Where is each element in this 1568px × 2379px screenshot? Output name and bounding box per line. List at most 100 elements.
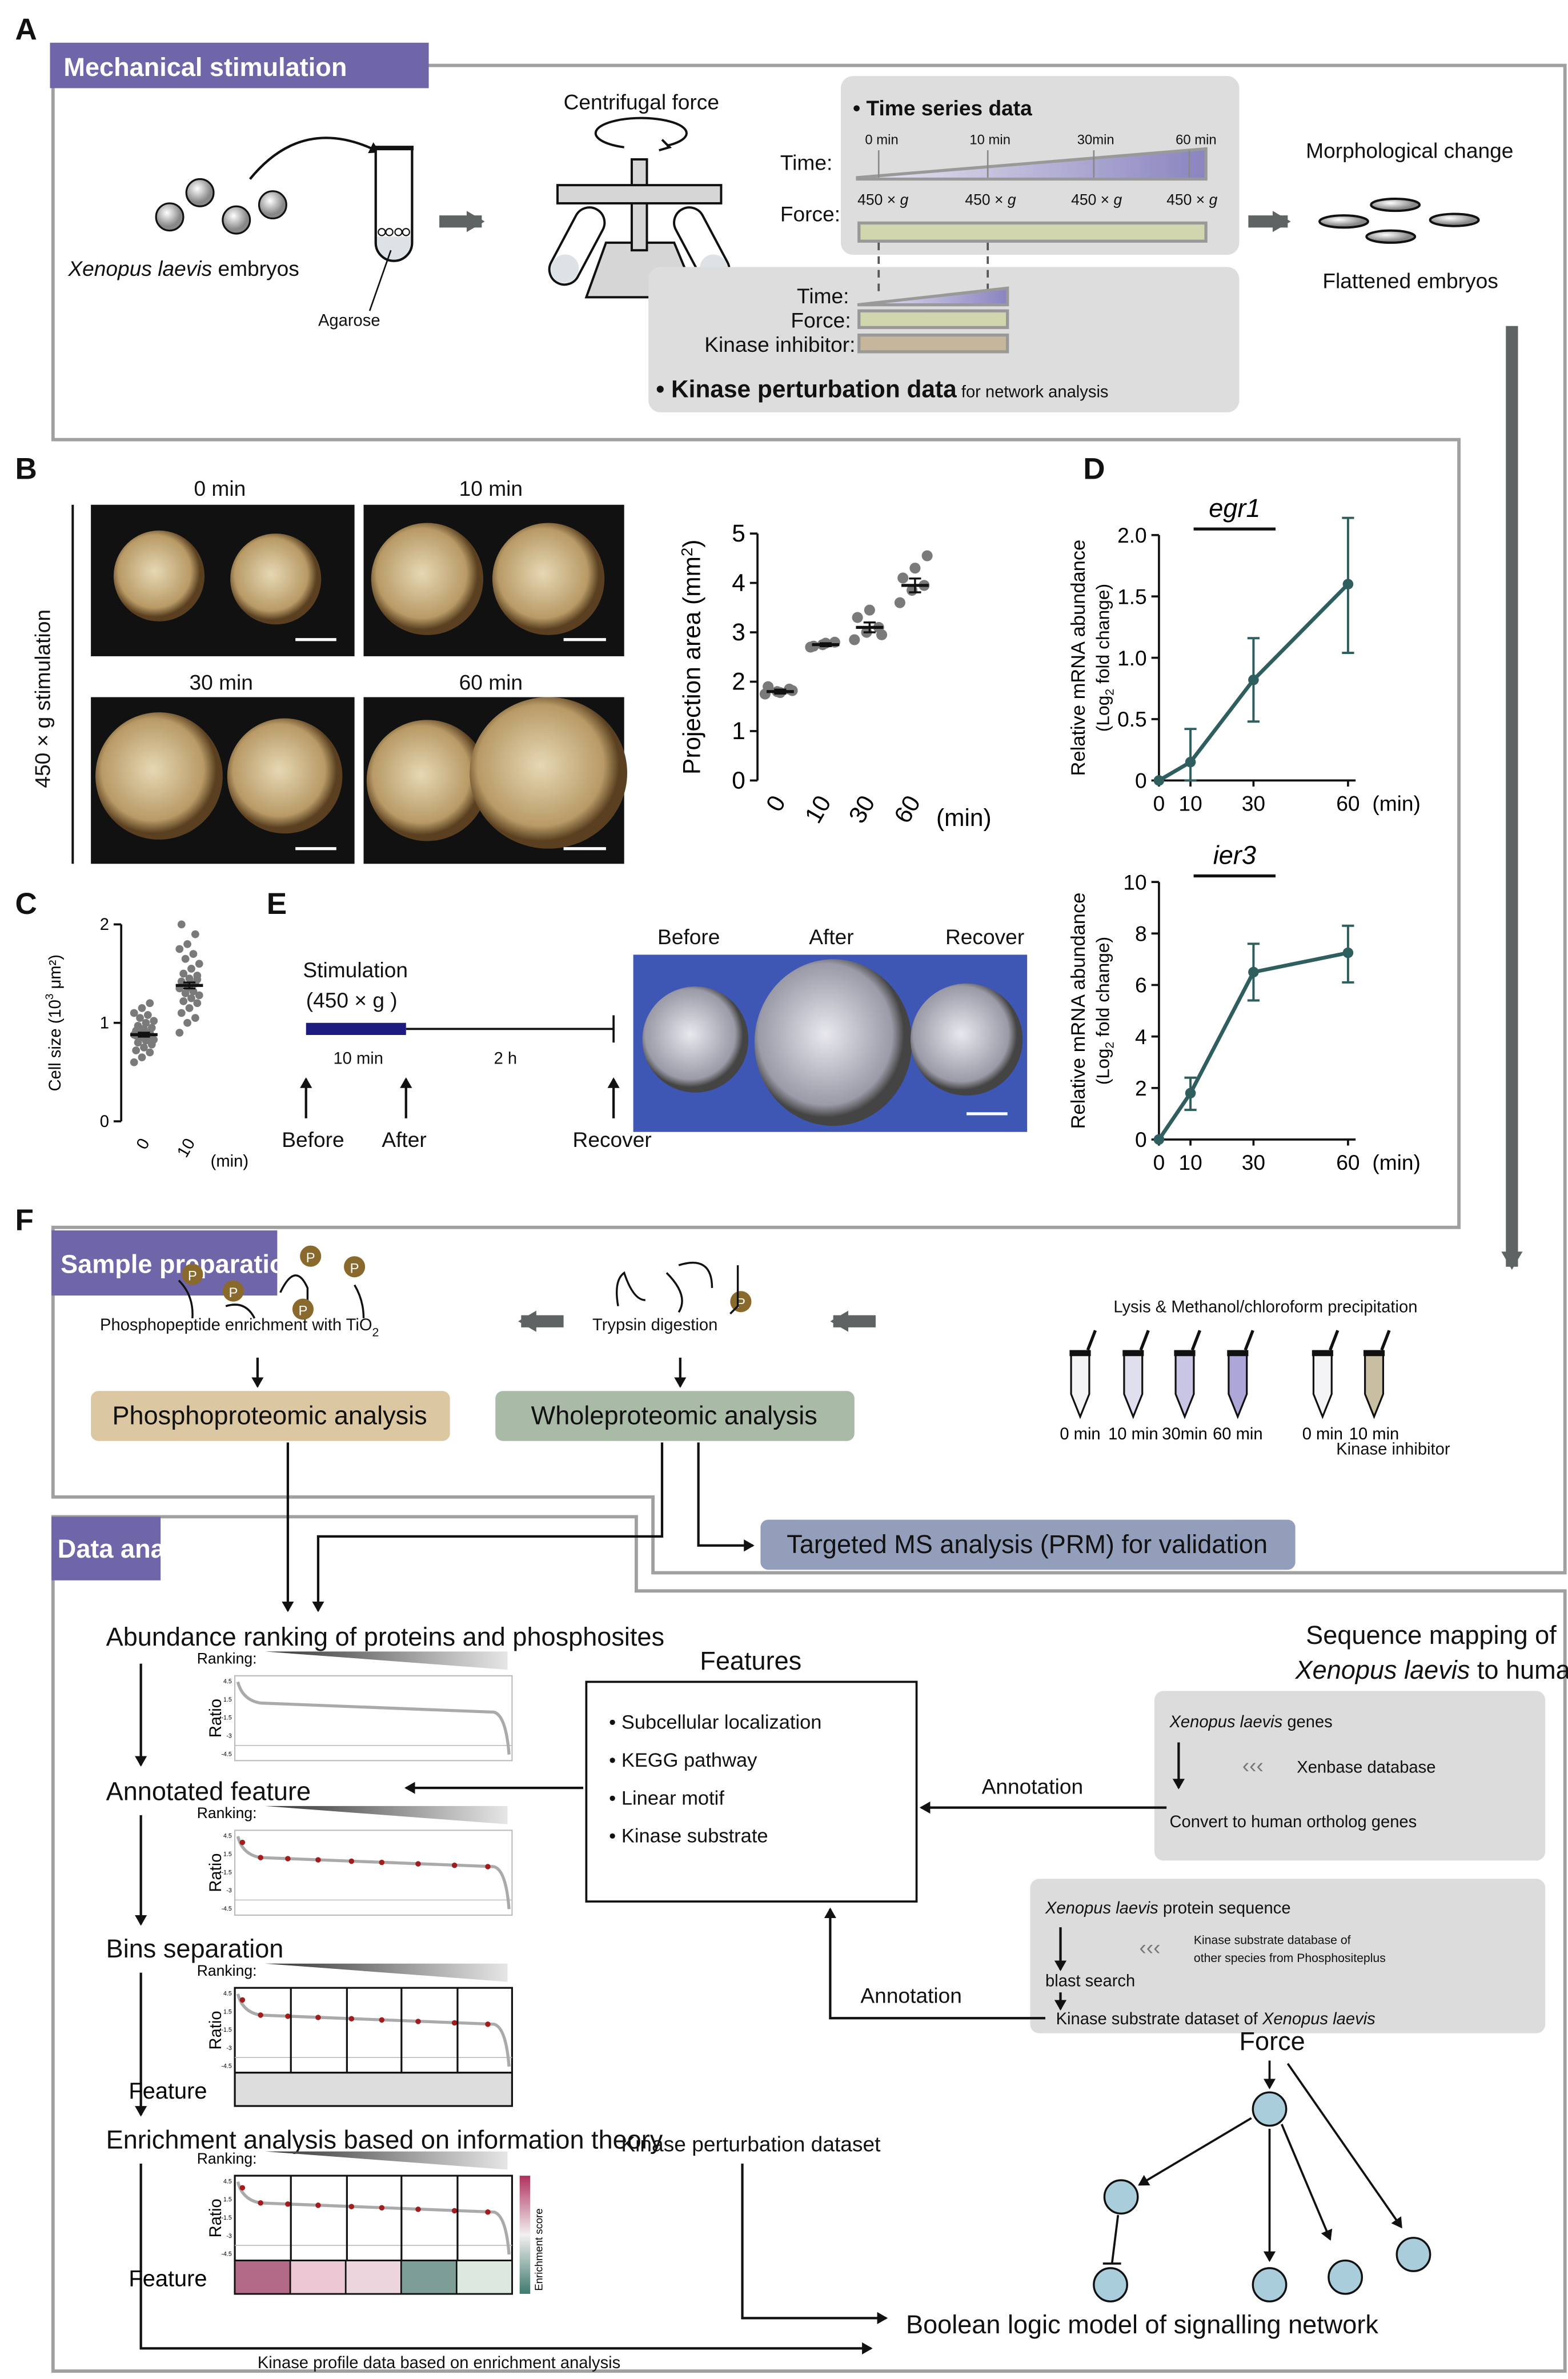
y-label-part: (Log	[1092, 696, 1113, 732]
y-label-sub: 2	[1103, 1042, 1116, 1049]
y-axis-label: Projection area (mm2)	[678, 540, 705, 775]
panel-label-b: B	[15, 452, 37, 486]
features-title: Features	[700, 1646, 801, 1675]
tube-icon	[1312, 1353, 1333, 1419]
x-unit-label: (min)	[1372, 791, 1421, 815]
stimulation-bar	[306, 1022, 406, 1035]
network-node	[1093, 2267, 1128, 2302]
data-point	[894, 597, 905, 608]
header-data-analysis	[51, 1517, 161, 1580]
network-node	[1103, 2179, 1139, 2215]
time-point: 30min	[1077, 133, 1114, 148]
y-axis-label-2: (Log2 fold change)	[1092, 584, 1116, 732]
x-tick-label: 60	[1336, 791, 1360, 815]
ranking-label: Ranking:	[197, 1962, 257, 1979]
photo-60min	[363, 697, 627, 864]
time-point: 60 min	[1176, 133, 1217, 148]
feature-dot	[315, 1857, 321, 1863]
y-tick-label: 4	[732, 569, 745, 596]
feature-dot	[485, 2209, 491, 2215]
data-point	[852, 612, 863, 623]
ratio-tick: 1.5	[223, 1696, 232, 1703]
data-point	[138, 1004, 146, 1012]
feature-dot	[285, 2013, 291, 2019]
ratio-tick: -1.5	[222, 2214, 232, 2221]
y-tick-label: 0	[732, 767, 745, 794]
embryos-label: Xenopus laevis embryos	[67, 256, 299, 280]
time-label: Time:	[780, 151, 832, 175]
ksdb-label: Kinase substrate database of	[1194, 1933, 1351, 1947]
feature-dot	[239, 1997, 246, 2003]
ratio-tick: 4.5	[223, 1678, 232, 1685]
stimulation-force: (450 × g )	[306, 988, 398, 1012]
recovery-photo	[633, 954, 1028, 1132]
annotation-label-2: Annotation	[860, 1984, 962, 2008]
wholeproteomic-analysis-box	[495, 1391, 855, 1441]
y-tick-label: 2.0	[1117, 523, 1147, 547]
kp-force-label: Force:	[791, 308, 851, 332]
kinase-profile-label: Kinase profile data based on enrichment …	[258, 2354, 620, 2372]
targeted-ms-label: Targeted MS analysis (PRM) for validatio…	[787, 1530, 1268, 1559]
chart-title: ier3	[1213, 840, 1256, 869]
data-point	[147, 1024, 156, 1032]
ranking-label: Ranking:	[197, 2150, 257, 2167]
feature-dot	[485, 1864, 491, 1869]
force-value: 450 × g	[1071, 191, 1122, 208]
feature-dot	[258, 2012, 263, 2018]
tube-cap	[1174, 1350, 1196, 1357]
y-label-part: fold change)	[1092, 584, 1113, 689]
blast-label: blast search	[1045, 1972, 1135, 1991]
gene-mapping-box	[1154, 1691, 1546, 1861]
duration-10min: 10 min	[333, 1049, 383, 1068]
ranking-label: Ranking:	[197, 1650, 257, 1667]
ratio-tick: 4.5	[223, 1990, 232, 1997]
phosphoproteomic-label: Phosphoproteomic analysis	[112, 1401, 427, 1430]
series-line	[1157, 950, 1349, 1141]
ratio-tick: -3	[226, 2045, 232, 2052]
panel-label-e: E	[267, 887, 287, 921]
phosphoproteomic-analysis-box	[91, 1391, 450, 1441]
enrichment-cell	[400, 2260, 458, 2295]
kinase-substrate-box	[1030, 1879, 1546, 2033]
data-point	[1185, 1088, 1196, 1099]
y-tick-label: 0	[1135, 769, 1147, 793]
protein-sequence-label: Xenopus laevis protein sequence	[1045, 1899, 1291, 1917]
y-tick-label: 1	[732, 717, 745, 744]
y-label-sup: 3	[44, 994, 56, 1000]
feature-dot	[485, 2021, 491, 2027]
tube-icon	[1228, 1353, 1248, 1419]
ratio-label: Ratio	[207, 2199, 225, 2237]
data-point	[132, 1046, 141, 1054]
ratio-tick: -1.5	[222, 1869, 232, 1876]
timepoint-label: After	[382, 1128, 426, 1152]
y-tick-label: 8	[1135, 922, 1147, 946]
photo-30min	[91, 697, 355, 864]
x-tick-label: 30	[1242, 791, 1265, 815]
feature-dot	[348, 2204, 355, 2209]
step-annotated-feature: Annotated feature	[106, 1776, 311, 1806]
y-tick-label: 2	[100, 916, 109, 934]
photo-label: 10 min	[459, 476, 523, 500]
tube-icon	[1123, 1353, 1144, 1419]
ratio-tick: -4.5	[222, 1905, 232, 1912]
y-tick-label: 3	[732, 619, 745, 645]
tube-icon	[368, 146, 414, 311]
data-point	[175, 945, 184, 953]
embryos-icon	[155, 178, 287, 235]
photo-label: Before	[657, 925, 720, 949]
data-point	[763, 681, 774, 692]
header-mechanical-stimulation	[50, 42, 429, 89]
data-point	[1342, 947, 1354, 958]
phosphopeptides-icon	[178, 1274, 365, 1319]
feature-dot	[348, 1858, 355, 1864]
xenbase-label: Xenbase database	[1297, 1759, 1435, 1777]
chart-title: egr1	[1209, 494, 1260, 523]
header-text: Mechanical stimulation	[63, 53, 347, 82]
y-label-part: (Log	[1092, 1049, 1113, 1085]
photo-label: 60 min	[459, 670, 523, 694]
feature-item: • KEGG pathway	[609, 1750, 757, 1771]
enrichment-cell	[289, 2260, 347, 2295]
series-line	[1158, 583, 1350, 783]
svg-text:P: P	[298, 1303, 307, 1319]
